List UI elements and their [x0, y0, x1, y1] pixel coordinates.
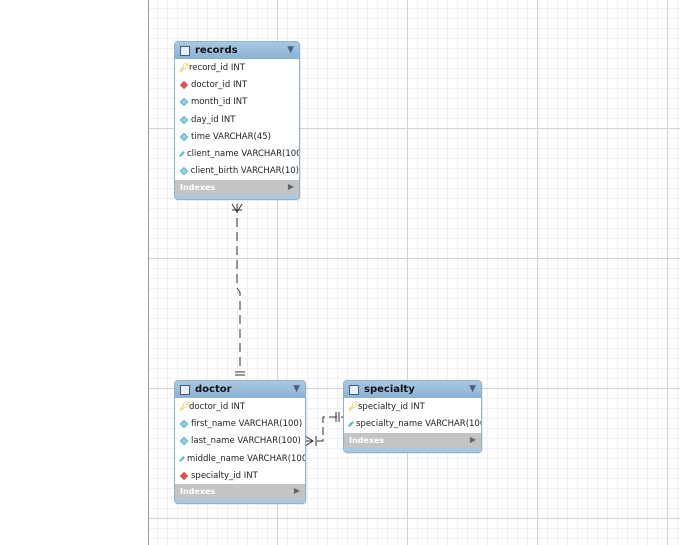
column-label: record_id INT: [189, 62, 245, 73]
triangle-down-icon[interactable]: ▼: [293, 384, 300, 394]
column-label: specialty_name VARCHAR(100): [356, 418, 482, 429]
column-label: time VARCHAR(45): [191, 131, 271, 142]
column-row[interactable]: specialty_name VARCHAR(100): [344, 415, 481, 432]
column-label: client_name VARCHAR(100): [187, 149, 300, 160]
table-specialty[interactable]: specialty ▼ 🔑︎specialty_id INT specialty…: [343, 380, 482, 453]
column-row[interactable]: 🔑︎doctor_id INT: [175, 398, 305, 415]
column-label: month_id INT: [191, 97, 248, 108]
key-icon: 🔑︎: [348, 401, 360, 412]
column-label: day_id INT: [191, 114, 236, 125]
indexes-section[interactable]: Indexes ▶: [175, 484, 305, 504]
indexes-section[interactable]: Indexes ▶: [175, 180, 299, 200]
red-diamond-icon: [179, 471, 189, 481]
indexes-label: Indexes: [180, 487, 216, 497]
table-icon: [349, 384, 359, 395]
table-header-doctor[interactable]: doctor ▼: [175, 381, 305, 398]
column-row[interactable]: day_id INT: [175, 111, 299, 128]
cyan-diamond-icon: [179, 419, 189, 429]
column-row[interactable]: time VARCHAR(45): [175, 128, 299, 145]
pane-divider[interactable]: [148, 0, 149, 545]
key-icon: 🔑︎: [179, 62, 191, 73]
column-row[interactable]: middle_name VARCHAR(100): [175, 450, 305, 467]
cyan-diamond-icon: [348, 421, 354, 427]
cyan-diamond-icon: [179, 151, 185, 157]
triangle-right-icon[interactable]: ▶: [287, 182, 294, 192]
column-row[interactable]: client_birth VARCHAR(10): [175, 163, 299, 180]
column-row[interactable]: 🔑︎specialty_id INT: [344, 398, 481, 415]
column-row[interactable]: month_id INT: [175, 94, 299, 111]
cyan-diamond-icon: [179, 115, 189, 124]
table-records[interactable]: records ▼ 🔑︎record_id INT doctor_id INT …: [174, 41, 300, 201]
column-label: specialty_id INT: [191, 470, 258, 481]
column-row[interactable]: specialty_id INT: [175, 467, 305, 484]
indexes-section[interactable]: Indexes ▶: [344, 432, 481, 452]
triangle-down-icon[interactable]: ▼: [287, 45, 294, 55]
indexes-label: Indexes: [349, 435, 385, 445]
table-doctor[interactable]: doctor ▼ 🔑︎doctor_id INT first_name VARC…: [174, 380, 306, 505]
left-pane: [0, 0, 148, 545]
cyan-diamond-icon: [179, 436, 189, 446]
column-label: doctor_id INT: [189, 401, 246, 412]
table-icon: [180, 45, 190, 56]
column-label: last_name VARCHAR(100): [191, 436, 301, 447]
triangle-right-icon[interactable]: ▶: [469, 434, 476, 444]
column-label: client_birth VARCHAR(10): [190, 166, 299, 177]
table-title: records: [195, 45, 238, 56]
triangle-right-icon[interactable]: ▶: [293, 486, 300, 496]
triangle-down-icon[interactable]: ▼: [469, 384, 476, 394]
column-row[interactable]: 🔑︎record_id INT: [175, 59, 299, 76]
cyan-diamond-icon: [179, 455, 185, 462]
cyan-diamond-icon: [179, 97, 189, 107]
column-row[interactable]: last_name VARCHAR(100): [175, 433, 305, 450]
column-label: first_name VARCHAR(100): [191, 418, 303, 429]
table-header-records[interactable]: records ▼: [175, 42, 299, 59]
cyan-diamond-icon: [179, 132, 189, 142]
column-row[interactable]: client_name VARCHAR(100): [175, 145, 299, 162]
table-title: specialty: [364, 384, 415, 395]
column-row[interactable]: first_name VARCHAR(100): [175, 415, 305, 432]
column-label: doctor_id INT: [191, 79, 248, 90]
indexes-label: Indexes: [180, 183, 216, 193]
column-row[interactable]: doctor_id INT: [175, 76, 299, 93]
table-icon: [180, 384, 190, 395]
cyan-diamond-icon: [179, 167, 188, 176]
red-diamond-icon: [179, 80, 189, 90]
table-title: doctor: [195, 384, 232, 395]
column-label: middle_name VARCHAR(100): [187, 453, 306, 464]
key-icon: 🔑︎: [179, 401, 191, 412]
column-label: specialty_id INT: [358, 401, 425, 412]
table-header-specialty[interactable]: specialty ▼: [344, 381, 481, 398]
